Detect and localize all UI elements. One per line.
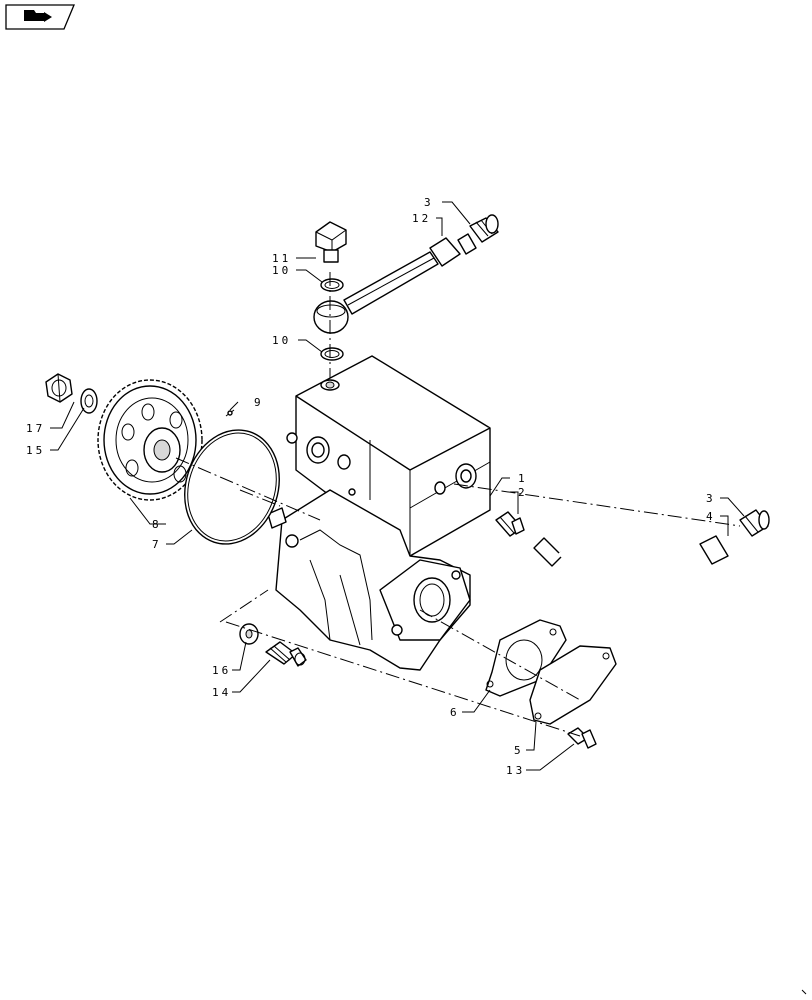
sealing-washer-10-bottom (320, 347, 344, 361)
callout-16: 16 (212, 664, 231, 677)
banjo-bolt-11 (315, 221, 347, 263)
callout-15: 15 (26, 444, 45, 457)
fitting-2 (495, 511, 525, 537)
bolt-14 (265, 641, 307, 667)
hose-12 (343, 233, 477, 315)
callout-9: 9 (254, 396, 264, 409)
callout-3-top: 3 (424, 196, 434, 209)
fitting-3-right (739, 509, 770, 537)
sealing-washer-10-top (320, 278, 344, 292)
callout-8: 8 (152, 518, 162, 531)
callout-10-bottom: 10 (272, 334, 291, 347)
callout-14: 14 (212, 686, 231, 699)
next-page-arrow-icon (24, 10, 52, 22)
callout-11: 11 (272, 252, 291, 265)
callout-5: 5 (514, 744, 524, 757)
next-page-button[interactable] (5, 4, 75, 30)
callout-10-top: 10 (272, 264, 291, 277)
crankcase-body (267, 489, 471, 671)
washer-16 (239, 623, 259, 645)
washer-15 (80, 388, 98, 414)
callout-4: 4 (706, 510, 716, 523)
callout-labels: 3 12 11 10 10 9 17 15 8 7 1 2 3 4 16 14 … (26, 196, 716, 777)
gasket-6 (485, 619, 567, 697)
callout-6: 6 (450, 706, 460, 719)
bolt-13 (567, 727, 597, 749)
banjo-fitting (313, 300, 349, 334)
pin-9 (225, 409, 235, 417)
compressor-head (286, 355, 491, 557)
leader-lines (50, 201, 745, 771)
callout-13: 13 (506, 764, 525, 777)
callout-2: 2 (518, 486, 528, 499)
tube-assembly (533, 535, 729, 597)
callout-7: 7 (152, 538, 162, 551)
hex-nut-17 (45, 373, 73, 403)
callout-17: 17 (26, 422, 45, 435)
callout-1: 1 (518, 472, 528, 485)
callout-3-right: 3 (706, 492, 716, 505)
gear-8 (97, 379, 203, 501)
callout-12: 12 (412, 212, 431, 225)
cover-plate-5 (529, 645, 617, 725)
fitting-3-top (469, 214, 499, 243)
corner-mark (801, 989, 807, 995)
centerlines (175, 272, 741, 737)
